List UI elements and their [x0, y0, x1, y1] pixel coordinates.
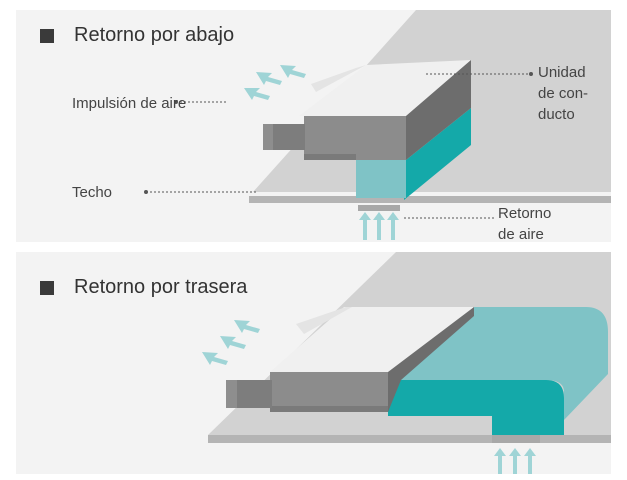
ceiling-edge — [249, 196, 611, 203]
supply-air-label: Impulsión de aire — [72, 95, 187, 112]
return-air-label: Retorno de aire — [498, 203, 551, 245]
unit-side — [388, 307, 474, 412]
supply-air-arrows — [244, 65, 306, 100]
section-title: Retorno por abajo — [74, 24, 235, 46]
leader-dots — [144, 72, 533, 194]
rear-duct-top — [401, 307, 608, 420]
leader-lines — [146, 73, 531, 219]
ceiling-label: Techo — [72, 184, 113, 201]
return-air-arrows — [359, 212, 399, 240]
unit-top-surface — [270, 307, 474, 372]
return-plenum-side — [404, 108, 471, 200]
rear-return-illustration — [202, 252, 611, 474]
unit-front-lip — [270, 406, 388, 412]
section-title: Retorno por trasera — [74, 276, 248, 298]
supply-spigot-face — [226, 380, 237, 408]
return-grille — [492, 435, 540, 443]
section-bullet — [40, 29, 54, 43]
ceiling-edge — [208, 435, 611, 443]
rear-return-panel: Retorno por trasera — [16, 252, 611, 474]
unit-front — [270, 372, 388, 412]
supply-spigot-face — [263, 124, 273, 150]
unit-top-shadow — [311, 65, 366, 92]
return-air-arrows — [494, 448, 536, 474]
return-air-label-line: Retorno — [498, 205, 552, 222]
unit-top-shadow — [296, 307, 352, 334]
unit-front-lip — [304, 154, 356, 160]
unit-side — [406, 60, 471, 160]
supply-air-arrows — [202, 320, 260, 365]
return-air-label-line: de aire — [498, 226, 544, 243]
unit-label-line: Unidad — [538, 64, 586, 81]
unit-front — [304, 116, 406, 160]
rear-duct-side — [388, 380, 564, 435]
bottom-return-illustration — [144, 10, 611, 240]
unit-label-line: ducto — [538, 106, 575, 123]
bottom-return-panel: Retorno por abajo Impulsión de aire Unid… — [16, 10, 611, 245]
unit-label-line: de con- — [538, 85, 589, 102]
unit-label: Unidad de con- ducto — [538, 62, 588, 125]
return-grille — [358, 205, 400, 211]
return-plenum-front — [356, 160, 406, 198]
section-bullet — [40, 281, 54, 295]
